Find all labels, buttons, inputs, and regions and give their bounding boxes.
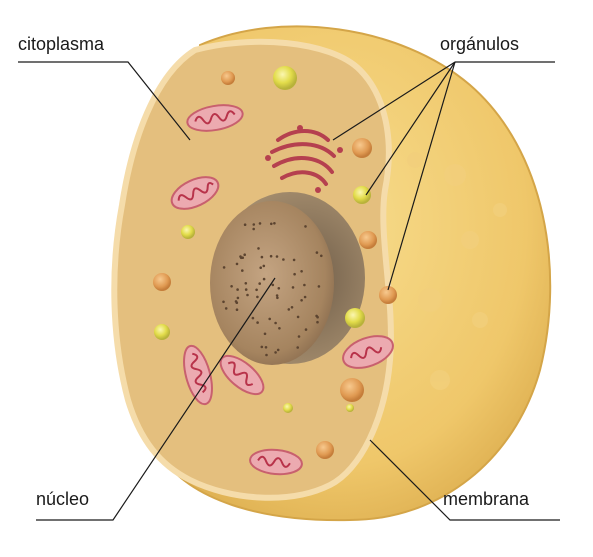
nucleus-dot [291,286,295,289]
nucleus-dot [316,315,319,319]
nucleus-dot [264,346,268,349]
membrane-surface-bumps [407,152,507,390]
nucleus-dot [230,285,233,288]
nucleus-dot [292,258,296,262]
nucleus-dot [260,255,264,259]
nucleus-dot [263,332,267,336]
nucleus-dot [262,277,266,281]
vesicles [153,66,397,459]
nucleus-dot [297,335,301,338]
nucleus-dot [296,315,300,319]
nucleus-dot [269,254,273,258]
nucleus-dot [271,283,275,287]
nucleus-dot [236,288,239,291]
nucleus-dot [270,222,273,226]
nucleus-dot [244,282,248,285]
nucleus-dot [246,293,249,297]
nucleus-dot [260,345,264,349]
nucleus-dot [265,353,268,357]
nucleus-dot [268,317,272,321]
nucleus-dot [317,285,321,288]
nucleus-dot [252,223,256,226]
nucleus-dot [275,255,279,258]
nucleus-dot [276,296,279,300]
label-nucleo: núcleo [36,489,90,509]
nucleus-dot [276,348,280,352]
mitochondria [170,104,394,476]
nucleus-dot [275,294,279,297]
nucleus-dot [262,264,266,268]
nucleus-dot [304,328,308,331]
nucleus-dot [277,287,281,290]
nucleus-dot [303,295,307,299]
nucleus-dot [258,282,262,285]
nucleus-dot [258,222,262,225]
nucleus-dot [235,308,239,312]
nucleus-dot [290,306,294,309]
leader-membrana [369,439,560,521]
nucleus-dot [315,251,319,254]
nucleus-dot [296,346,300,349]
nucleus-dot [300,270,303,273]
nucleus-dot [243,253,246,256]
nucleus-dot [282,258,285,261]
nucleus-dot [274,321,277,325]
nucleus-dot [243,223,247,226]
nucleus-dot [293,272,296,276]
nucleus-dot [257,247,260,250]
nucleus-dot [256,321,259,324]
nucleus-dot [287,308,291,311]
nucleus-dot [304,225,307,228]
nucleus-dot [236,296,240,300]
nucleus-dot [252,227,255,231]
label-citoplasma: citoplasma [18,34,105,54]
nucleus-pores [222,222,323,357]
leader-lines [18,61,560,521]
nucleus-dot [274,351,277,354]
nucleus-dot [278,327,281,330]
nucleus-dot [316,320,319,324]
nucleus-dot [273,222,276,225]
nucleus-dot [239,255,242,258]
nucleus-dot [251,316,255,320]
nucleus-dot [255,288,258,292]
label-membrana: membrana [443,489,530,509]
nucleus-dot [222,266,226,269]
golgi-apparatus [265,125,343,193]
nucleus-dot [224,307,228,310]
nucleus-dot [303,283,306,287]
leader-nucleo [36,277,276,521]
nucleus-dot [244,288,248,291]
nucleus-dot [259,266,263,270]
nucleus-dot [235,262,239,266]
nucleus-dot [320,254,323,258]
leader-citoplasma [18,61,191,141]
nucleus-dot [235,301,239,305]
nucleus-dot [300,299,303,302]
nucleus-dot [256,295,259,299]
nucleus-dot [241,269,244,272]
nucleus-dot [222,300,225,304]
label-organulos: orgánulos [440,34,520,54]
